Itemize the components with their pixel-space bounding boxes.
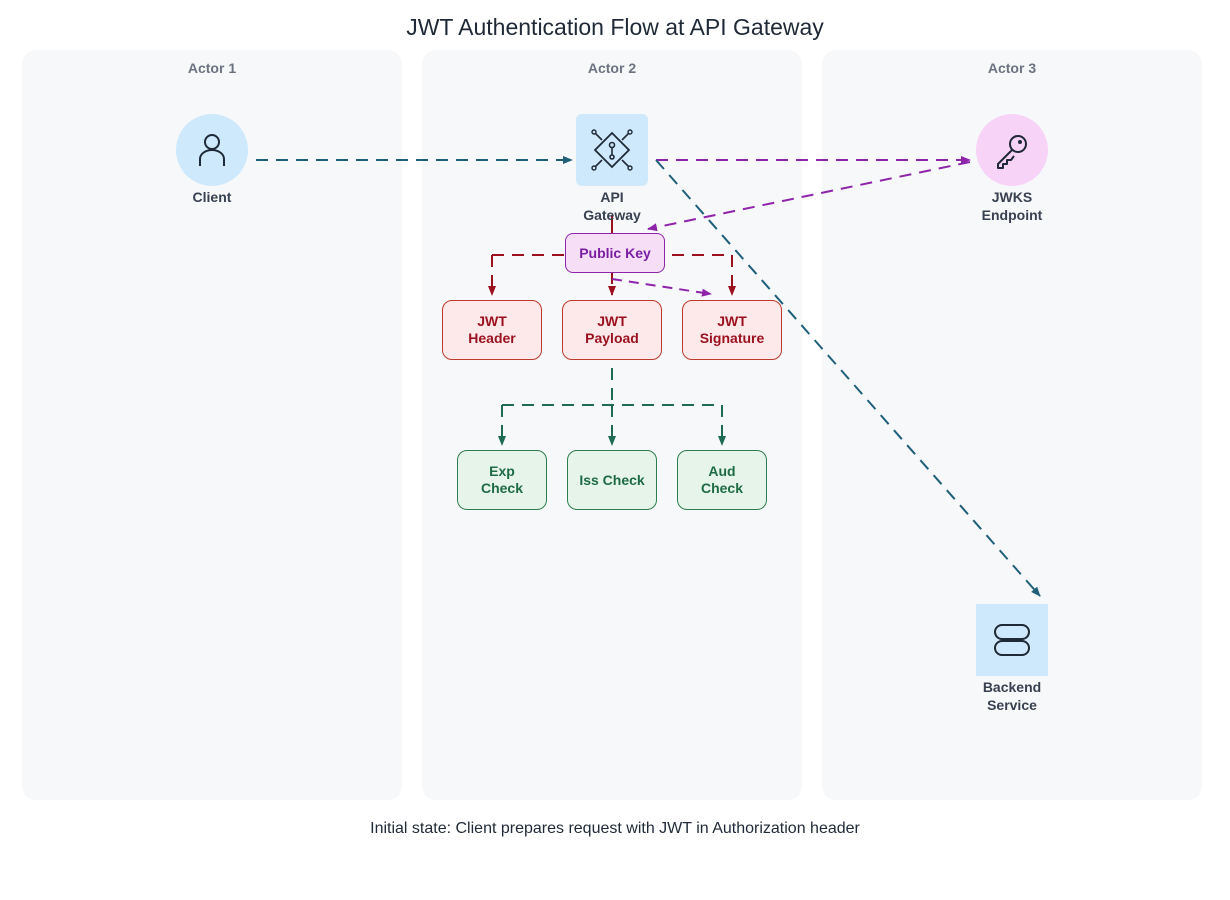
jwt-payload-box[interactable]: JWT Payload [562,300,662,360]
lane-label: Actor 2 [587,60,637,76]
edge-publickey-signature [611,278,712,297]
iss-check-box[interactable]: Iss Check [567,450,657,510]
backend-service-node[interactable] [976,604,1048,676]
api-gateway-node[interactable] [576,114,648,186]
api-gateway-label: API Gateway [583,189,641,223]
key-icon [997,135,1027,169]
gateway-icon [591,129,633,171]
server-icon [994,624,1030,656]
jwt-header-box[interactable]: JWT Header [442,300,542,360]
aud-check-box[interactable]: Aud Check [677,450,767,510]
backend-service-label: Backend Service [982,679,1042,713]
diagram-title: JWT Authentication Flow at API Gateway [406,14,824,40]
jwks-endpoint-label: JWKS Endpoint [981,189,1043,223]
user-icon [199,134,225,166]
jwt-signature-box[interactable]: JWT Signature [682,300,782,360]
exp-check-box[interactable]: Exp Check [457,450,547,510]
client-label: Client [192,189,232,205]
lane-label: Actor 3 [987,60,1037,76]
lane-label: Actor 1 [187,60,237,76]
state-caption: Initial state: Client prepares request w… [370,820,860,837]
jwks-endpoint-node[interactable] [976,114,1048,186]
public-key-box[interactable]: Public Key [565,233,665,273]
edge-jwks-publickey [647,161,971,232]
client-node[interactable] [176,114,248,186]
edge-gateway-backend [655,159,1041,597]
